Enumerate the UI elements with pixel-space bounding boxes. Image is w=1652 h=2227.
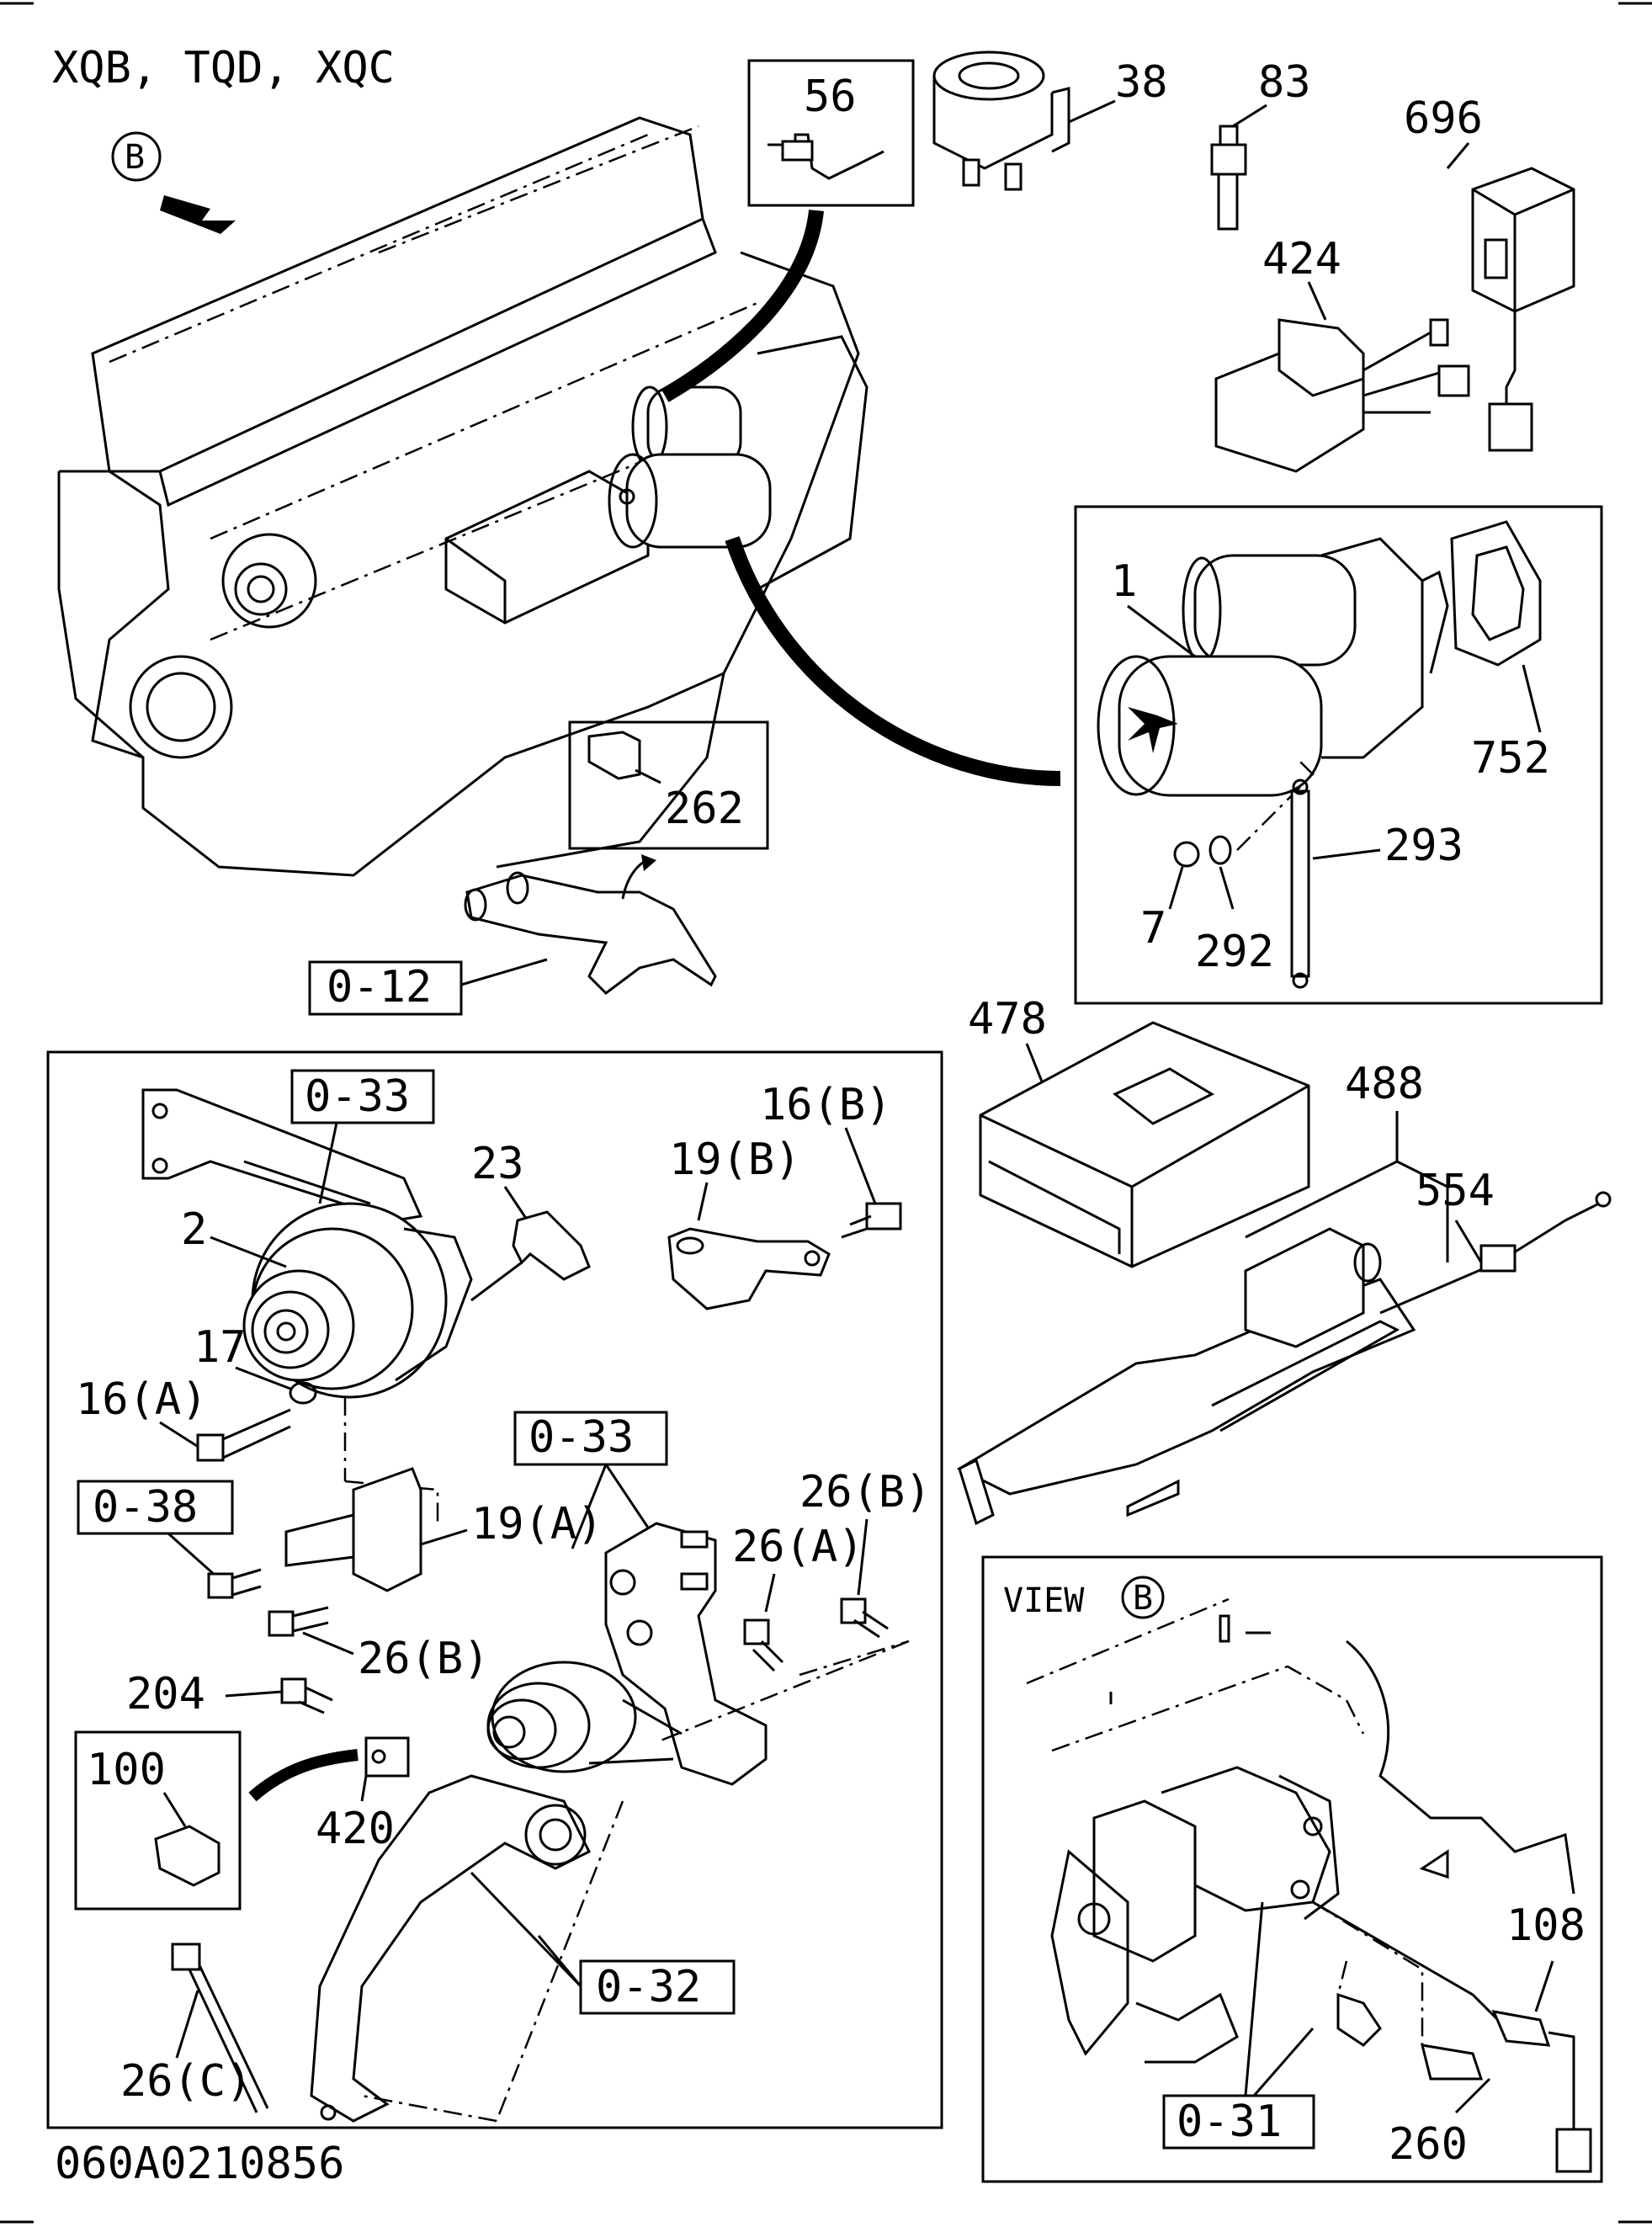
callout-260: 260 — [1389, 2119, 1468, 2170]
callout-7: 7 — [1140, 903, 1166, 954]
callout-696: 696 — [1404, 93, 1483, 144]
leader-starter — [725, 536, 1061, 786]
callout-424: 424 — [1262, 234, 1341, 284]
part-696-group: 696 — [1404, 93, 1575, 452]
callout-16b: 16(B) — [760, 1080, 892, 1130]
leader-56 — [661, 209, 824, 402]
part-83-group: 83 — [1210, 57, 1311, 231]
callout-100: 100 — [87, 1745, 166, 1795]
view-b-box: VIEW B 108 260 0-31 — [981, 1555, 1603, 2183]
callout-56: 56 — [804, 72, 857, 122]
ref-0-33-top: 0-33 — [305, 1071, 410, 1122]
engine-illustration — [57, 116, 868, 877]
callout-262: 262 — [665, 784, 744, 834]
callout-26b-left: 26(B) — [358, 1634, 490, 1684]
callout-478: 478 — [968, 994, 1047, 1044]
alternator-box: 0-33 2 23 16(B) 19(B) 17 16(A) — [46, 1050, 943, 2129]
view-direction-arrow-icon — [160, 195, 236, 234]
callout-38: 38 — [1115, 57, 1168, 108]
ref-0-33-mid: 0-33 — [529, 1412, 634, 1463]
view-b-marker: B — [111, 131, 236, 234]
part-56-group: 56 — [747, 59, 915, 207]
ref-0-31: 0-31 — [1177, 2097, 1282, 2147]
callout-19b: 19(B) — [669, 1135, 801, 1185]
view-b-letter: B — [125, 138, 145, 177]
callout-17: 17 — [194, 1322, 247, 1373]
callout-26c: 26(C) — [120, 2056, 252, 2107]
drawing-number: 060A0210856 — [55, 2139, 344, 2189]
leader-420 — [248, 1749, 359, 1802]
callout-26b-right: 26(B) — [799, 1467, 932, 1517]
view-b-title-letter: B — [1133, 1579, 1153, 1618]
callout-23: 23 — [471, 1139, 524, 1189]
callout-292: 292 — [1195, 927, 1274, 977]
callout-26a: 26(A) — [732, 1522, 864, 1572]
model-codes: XQB, TQD, XQC — [52, 43, 395, 93]
view-b-title: VIEW — [1003, 1581, 1085, 1620]
callout-2: 2 — [181, 1204, 207, 1255]
callout-204: 204 — [126, 1669, 205, 1719]
ecu-harness-group: 478 488 554 — [956, 994, 1612, 1526]
callout-293: 293 — [1384, 821, 1463, 871]
part-424-group: 424 — [1214, 234, 1470, 473]
part-38-group: 38 — [932, 50, 1168, 191]
callout-554: 554 — [1416, 1166, 1495, 1216]
callout-752: 752 — [1471, 733, 1550, 784]
callout-83: 83 — [1258, 57, 1311, 108]
ref-0-38: 0-38 — [93, 1482, 198, 1533]
callout-16a: 16(A) — [76, 1374, 208, 1425]
callout-108: 108 — [1506, 1900, 1586, 1951]
callout-420: 420 — [316, 1804, 395, 1854]
callout-488: 488 — [1345, 1059, 1424, 1109]
callout-1: 1 — [1111, 556, 1137, 607]
starter-detail-box: 1 752 293 7 292 — [1074, 505, 1603, 1005]
part-262-group: 262 0-12 — [308, 720, 769, 1016]
ref-0-32: 0-32 — [596, 1962, 701, 2012]
ref-0-12: 0-12 — [327, 962, 432, 1013]
